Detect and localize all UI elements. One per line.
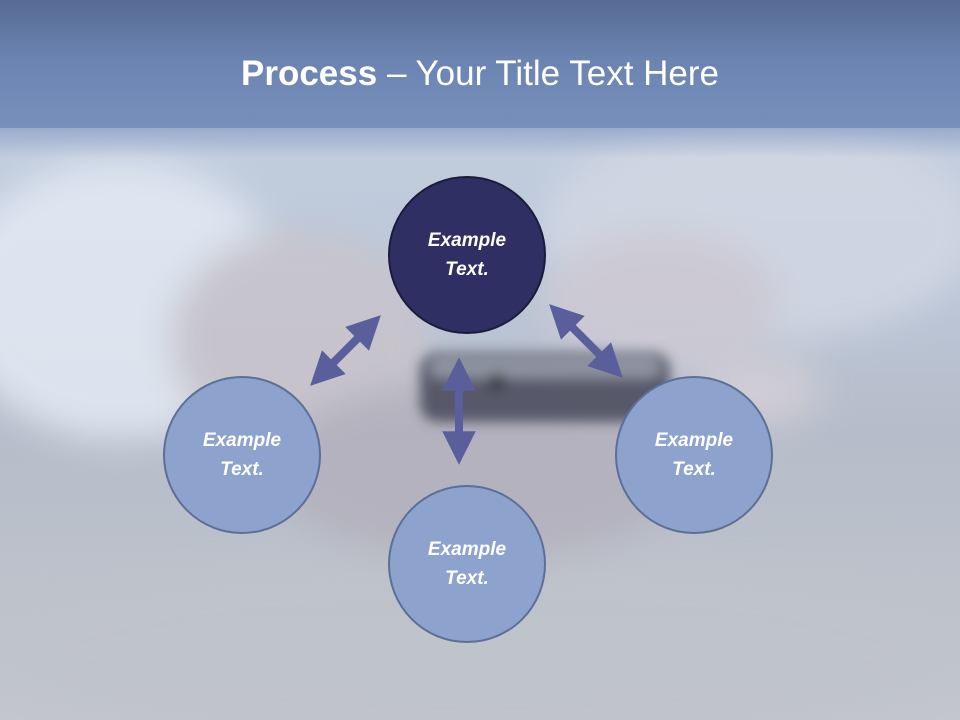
node-left[interactable]: Example Text. bbox=[163, 376, 321, 534]
arrow-top-right bbox=[549, 304, 623, 378]
title-bold: Process bbox=[241, 54, 378, 93]
node-top[interactable]: Example Text. bbox=[388, 176, 546, 334]
node-right-text: Example Text. bbox=[654, 430, 734, 480]
node-bottom-text: Example Text. bbox=[427, 539, 507, 589]
title-rest: – Your Title Text Here bbox=[377, 54, 719, 93]
node-left-text: Example Text. bbox=[202, 430, 282, 480]
node-right[interactable]: Example Text. bbox=[615, 376, 773, 534]
slide-title: Process – Your Title Text Here bbox=[0, 52, 960, 96]
arrow-top-left bbox=[310, 315, 381, 386]
node-bottom[interactable]: Example Text. bbox=[388, 485, 546, 643]
node-top-text: Example Text. bbox=[427, 230, 507, 280]
title-bar bbox=[0, 0, 960, 158]
